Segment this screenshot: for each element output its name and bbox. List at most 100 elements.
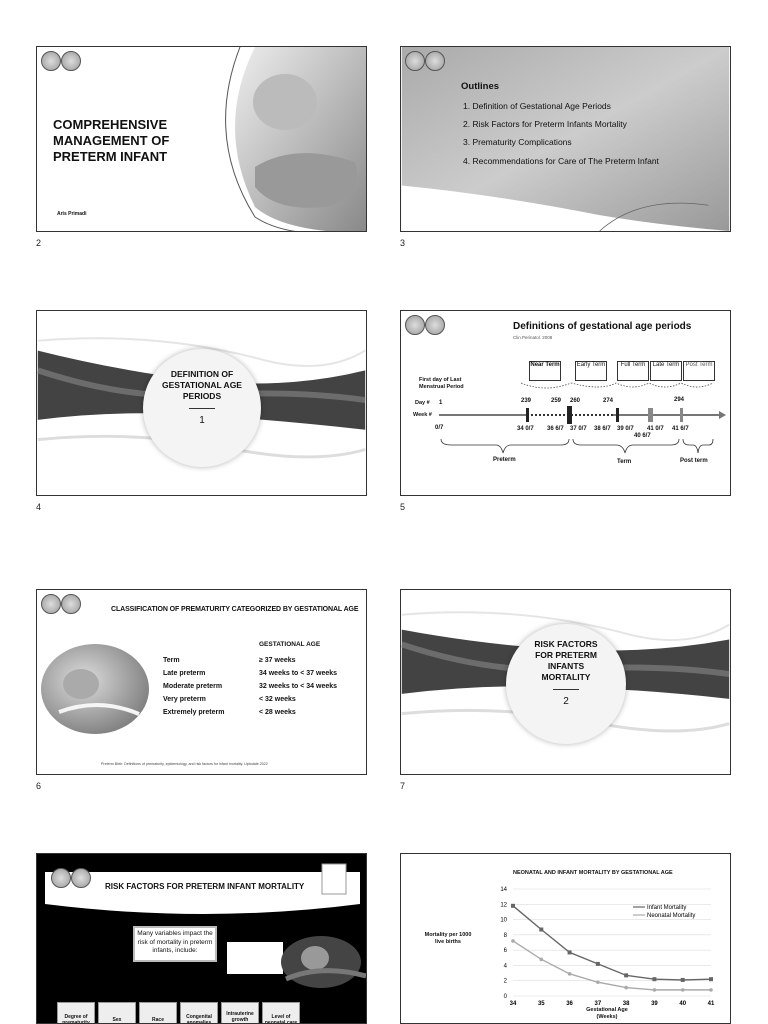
university-logo-icon xyxy=(405,51,425,71)
weeks-cell: 32 weeks to < 34 weeks xyxy=(259,683,338,690)
x-axis-label: Gestational Age (Weeks) xyxy=(586,1007,628,1020)
day-294: 294 xyxy=(674,397,685,403)
page-number: 6 xyxy=(36,781,42,791)
data-point xyxy=(709,977,713,982)
table-row: Extremely preterm< 28 weeks xyxy=(161,706,339,719)
classification-table: Term≥ 37 weeks Late preterm 34 weeks to <… xyxy=(161,654,339,719)
data-point xyxy=(567,950,572,955)
x-tick-label: 39 xyxy=(651,1001,658,1007)
table-row: Very preterm< 32 weeks xyxy=(161,693,339,706)
week-41-6-7: 41 6/7 xyxy=(672,426,689,432)
slide-title: CLASSIFICATION OF PREMATURITY CATEGORIZE… xyxy=(111,606,359,613)
slide-title: Definitions of gestational age periods xyxy=(513,321,692,332)
divider xyxy=(553,689,579,690)
factor-intrauterine-growth-restriction: Intrauterine growth restriction xyxy=(221,1002,259,1023)
page-number: 5 xyxy=(400,502,406,512)
slide-7: RISK FACTORS FOR PRETERM INFANTS MORTALI… xyxy=(400,589,731,775)
factor-level-of-neonatal-care: Level of neonatal care xyxy=(262,1002,300,1023)
table-row: Late preterm 34 weeks to < 37 weeks xyxy=(161,667,339,680)
week-34-0-7: 34 0/7 xyxy=(517,426,534,432)
y-tick-label: 4 xyxy=(504,963,508,969)
data-point xyxy=(652,977,657,982)
day-260: 260 xyxy=(570,398,581,404)
y-tick-label: 0 xyxy=(504,994,508,1000)
post-term-box: Post Term xyxy=(683,361,715,381)
data-point xyxy=(624,985,628,990)
y-tick-label: 10 xyxy=(500,918,507,924)
x-tick-label: 41 xyxy=(708,1001,715,1007)
slide-5: Definitions of gestational age periods C… xyxy=(400,310,731,496)
preterm-label: Preterm xyxy=(493,457,516,463)
footnote: Preterm Birth: Definitions of prematurit… xyxy=(101,762,268,766)
day-1: 1 xyxy=(439,400,443,406)
week-label: Week # xyxy=(413,412,432,418)
x-tick-label: 40 xyxy=(679,1001,686,1007)
hospital-logo-icon xyxy=(425,51,445,71)
slide-9: NEONATAL AND INFANT MORTALITY BY GESTATI… xyxy=(400,853,731,1024)
page-number: 3 xyxy=(400,238,406,248)
first-day-label: First day of Last Menstrual Period xyxy=(419,377,464,390)
x-tick-label: 37 xyxy=(595,1001,602,1007)
section-title-line-3: PERIODS xyxy=(182,391,222,401)
table-row: Term≥ 37 weeks xyxy=(161,654,339,667)
weeks-cell: < 32 weeks xyxy=(259,696,296,703)
data-point xyxy=(680,977,685,982)
university-logo-icon xyxy=(41,51,61,71)
hospital-logo-icon xyxy=(425,315,445,335)
factor-sex: Sex xyxy=(98,1002,136,1023)
data-point xyxy=(709,988,713,992)
day-274: 274 xyxy=(603,398,614,404)
near-term-box: Near Term xyxy=(529,361,561,381)
infant-photo xyxy=(281,936,366,988)
section-title-line-3: INFANTS xyxy=(547,661,585,671)
hospital-logo-icon xyxy=(71,868,91,888)
y-tick-label: 8 xyxy=(504,933,508,939)
weeks-cell: 34 weeks to < 37 weeks xyxy=(259,670,338,677)
early-term-box: Early Term xyxy=(575,361,607,381)
category-cell: Extremely preterm xyxy=(163,709,225,716)
section-title-line-2: GESTATIONAL AGE xyxy=(162,380,242,390)
series-line xyxy=(512,905,712,981)
factor-congenital-anomalies: Congenital anomalies xyxy=(180,1002,218,1023)
data-point xyxy=(511,903,515,908)
slide-title: RISK FACTORS FOR PRETERM INFANT MORTALIT… xyxy=(105,882,305,891)
data-point xyxy=(511,939,515,943)
university-logo-icon xyxy=(405,315,425,335)
category-cell: Moderate preterm xyxy=(163,683,223,690)
x-tick-label: 36 xyxy=(566,1001,573,1007)
legend-entry: Neonatal Mortality xyxy=(647,913,695,919)
post-term-label: Post term xyxy=(680,458,708,464)
section-title-line-2: FOR PRETERM xyxy=(535,650,597,660)
university-logo-icon xyxy=(51,868,71,888)
slide-3: Outlines 1. Definition of Gestational Ag… xyxy=(400,46,731,232)
data-point xyxy=(567,972,572,976)
week-40-6-7: 40 6/7 xyxy=(634,433,651,439)
outline-item-4: 4. Recommendations for Care of The Prete… xyxy=(463,156,659,166)
title-banner xyxy=(45,863,360,914)
gestational-timeline xyxy=(439,382,726,454)
x-tick-label: 38 xyxy=(623,1001,630,1007)
week-41-0-7: 41 0/7 xyxy=(647,426,664,432)
section-number: 1 xyxy=(199,415,205,426)
hospital-logo-icon xyxy=(61,51,81,71)
page-number: 2 xyxy=(36,238,42,248)
section-title-line-1: DEFINITION OF xyxy=(170,369,234,379)
section-circle: DEFINITION OF GESTATIONAL AGE PERIODS 1 xyxy=(143,349,261,467)
category-cell: Term xyxy=(163,657,180,664)
slide-2: COMPREHENSIVE MANAGEMENT OF PRETERM INFA… xyxy=(36,46,367,232)
data-point xyxy=(680,988,685,992)
legend-entry: Infant Mortality xyxy=(647,905,686,911)
data-point xyxy=(539,927,544,932)
preterm-infant-photo xyxy=(225,47,366,231)
x-tick-label: 35 xyxy=(538,1001,545,1007)
data-point xyxy=(652,988,657,992)
category-cell: Late preterm xyxy=(163,670,206,677)
day-259: 259 xyxy=(551,398,562,404)
outline-heading: Outlines xyxy=(461,81,500,92)
week-37-0-7: 37 0/7 xyxy=(570,426,587,432)
week-0-7: 0/7 xyxy=(435,425,444,431)
term-label: Term xyxy=(617,459,632,465)
page-number: 7 xyxy=(400,781,406,791)
section-title-line-1: RISK FACTORS xyxy=(534,639,598,649)
